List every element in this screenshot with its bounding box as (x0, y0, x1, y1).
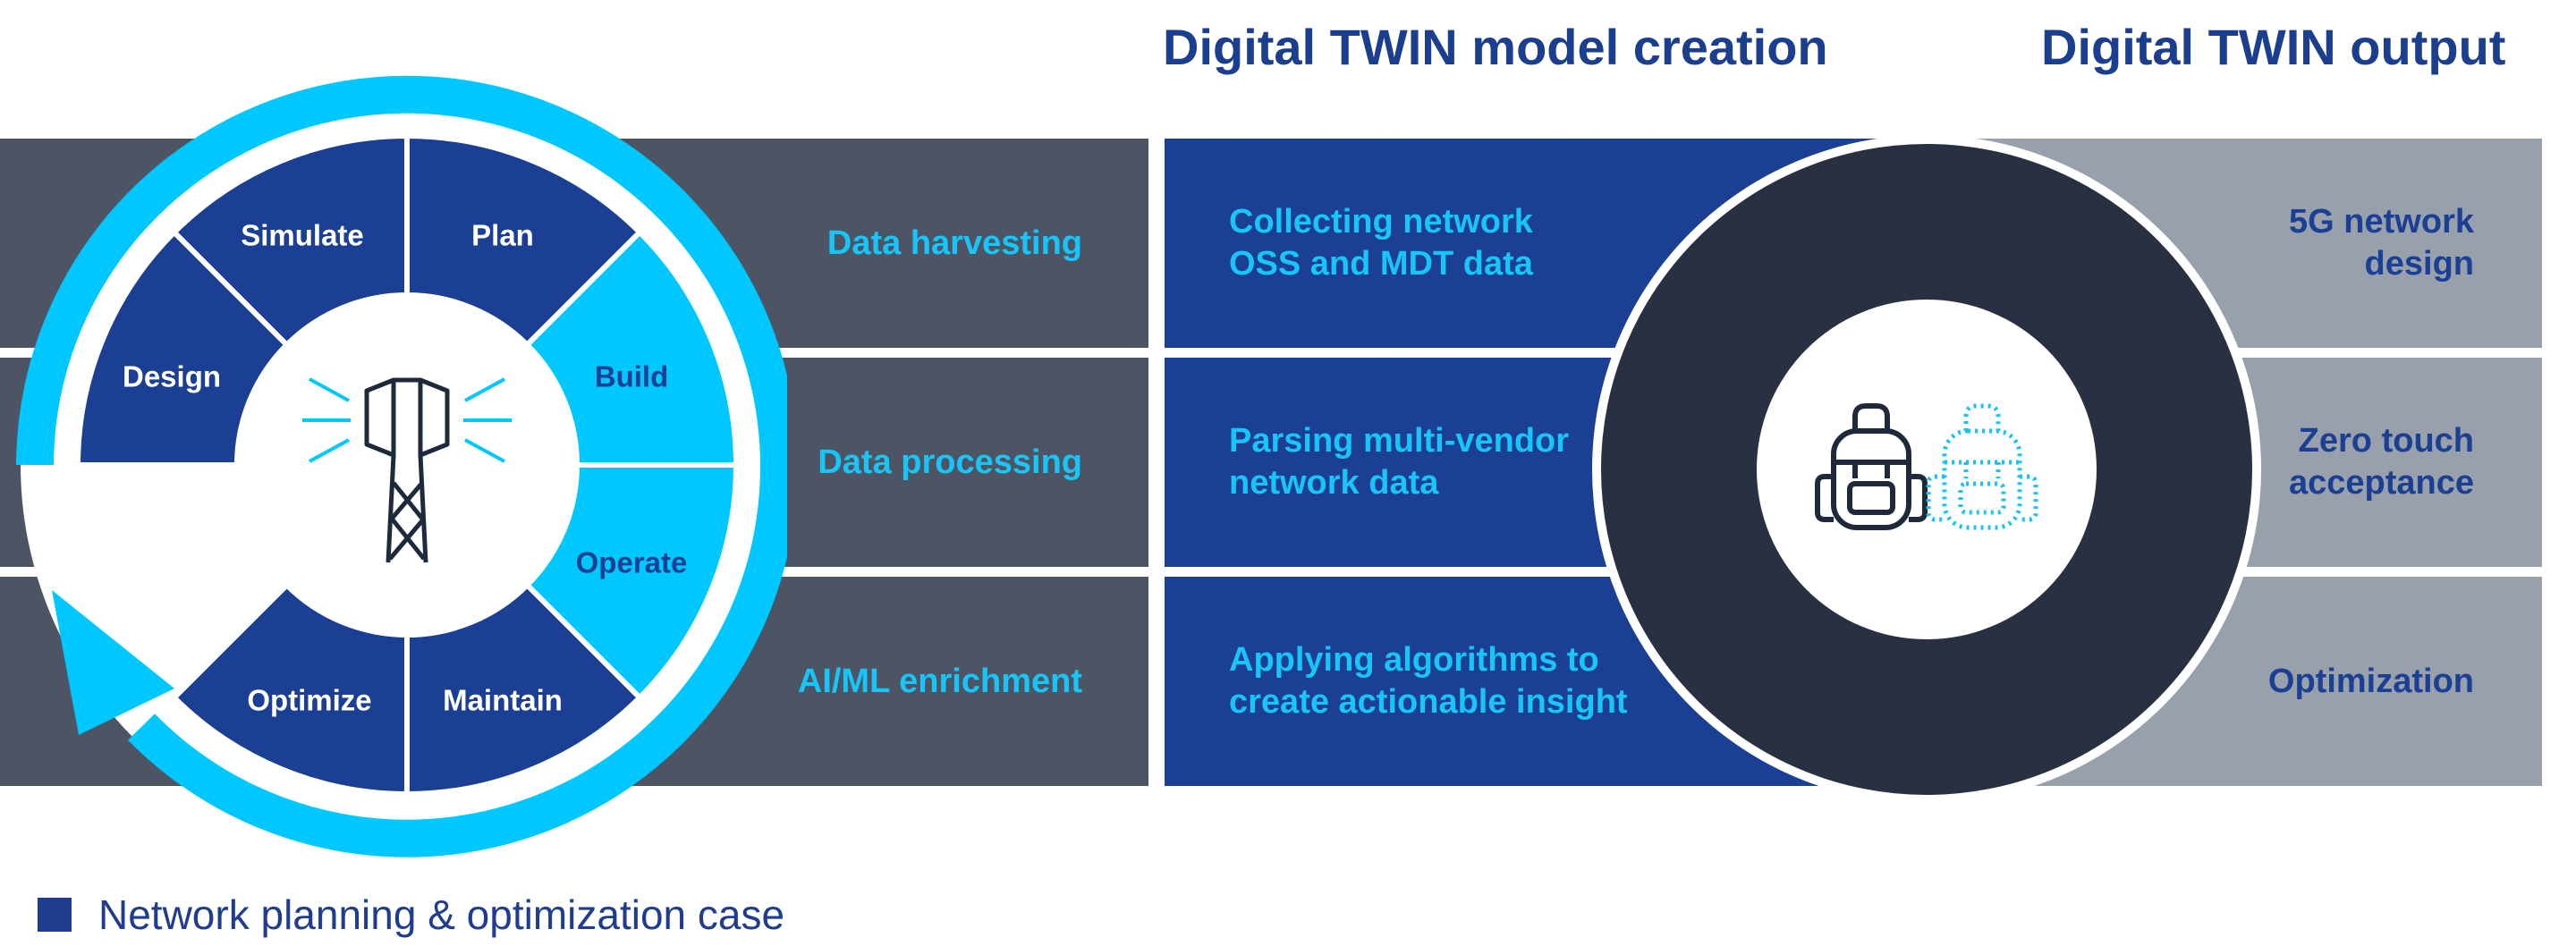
backpack-icon (1815, 403, 1928, 530)
wheel-label-simulate: Simulate (241, 219, 364, 252)
output-line: Zero touch (2298, 422, 2474, 460)
wheel-label-build: Build (595, 360, 668, 393)
detail-line: network data (1229, 464, 1439, 502)
wheel-label-optimize: Optimize (247, 684, 371, 717)
wheel-label-design: Design (123, 360, 221, 393)
hub-center (1757, 300, 2097, 639)
step-label: AI/ML enrichment (797, 662, 1082, 700)
heading-output: Digital TWIN output (2041, 19, 2506, 75)
cycle-arrowhead-icon (52, 590, 174, 735)
output-line: acceptance (2288, 464, 2474, 502)
output-line: design (2364, 245, 2474, 283)
detail-line: create actionable insight (1229, 683, 1628, 721)
step-label: Data harvesting (826, 224, 1082, 262)
detail-line: OSS and MDT data (1229, 245, 1533, 283)
cell-tower-icon (364, 377, 450, 563)
cycle-arc (16, 75, 787, 857)
legend: Network planning & optimization case (38, 888, 784, 942)
backpack-dotted-icon (1926, 403, 2038, 530)
heading-model-creation: Digital TWIN model creation (1163, 19, 1828, 75)
step-label: Data processing (818, 443, 1082, 481)
wheel-label-plan: Plan (471, 219, 534, 252)
detail-line: Collecting network (1229, 203, 1533, 241)
wheel-label-operate: Operate (576, 546, 688, 579)
digital-twin-hub (1592, 135, 2261, 804)
output-line: 5G network (2289, 203, 2474, 241)
detail-line: Applying algorithms to (1229, 641, 1599, 679)
signal-waves-icon (302, 377, 512, 463)
detail-line: Parsing multi-vendor (1229, 422, 1570, 460)
output-line: Optimization (2267, 662, 2474, 700)
legend-swatch (38, 898, 72, 932)
wheel-center (237, 295, 577, 635)
wheel-label-maintain: Maintain (443, 684, 563, 717)
legend-label: Network planning & optimization case (98, 891, 785, 938)
